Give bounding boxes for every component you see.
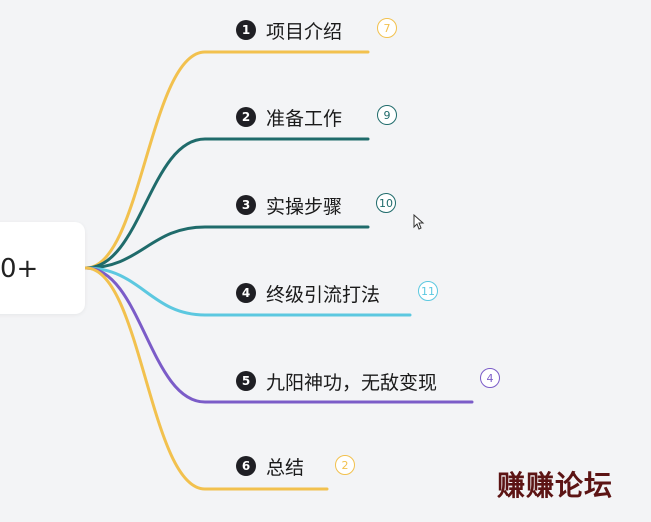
branch-line-1: [84, 50, 370, 270]
branch-line-3: [84, 225, 370, 270]
branch-number-badge: 1: [236, 20, 256, 40]
branch-1-count-badge[interactable]: 7: [377, 18, 397, 38]
root-label: 0+: [0, 254, 39, 284]
branch-label: 实操步骤: [266, 195, 343, 218]
branch-2[interactable]: 2 准备工作: [236, 102, 342, 132]
branch-6[interactable]: 6 总结: [236, 451, 304, 481]
branch-6-count-badge[interactable]: 2: [335, 455, 355, 475]
branch-line-2: [84, 137, 370, 270]
branch-line-6: [84, 266, 329, 491]
branch-1[interactable]: 1 项目介绍: [236, 15, 342, 45]
branch-3[interactable]: 3 实操步骤: [236, 190, 342, 220]
branch-5-count-badge[interactable]: 4: [480, 368, 500, 388]
branch-line-4: [84, 266, 412, 317]
branch-3-count-badge[interactable]: 10: [376, 193, 396, 213]
branch-number-badge: 2: [236, 107, 256, 127]
mouse-pointer-icon: [413, 214, 425, 230]
branch-4[interactable]: 4 终级引流打法: [236, 278, 380, 308]
branch-number-badge: 6: [236, 456, 256, 476]
branch-label: 准备工作: [266, 107, 343, 130]
branch-line-5: [84, 266, 474, 404]
branch-label: 总结: [266, 456, 305, 479]
branch-4-count-badge[interactable]: 11: [418, 281, 438, 301]
branch-label: 项目介绍: [266, 20, 343, 43]
branch-number-badge: 3: [236, 195, 256, 215]
branch-label: 终级引流打法: [266, 283, 381, 306]
watermark-logo: 赚赚论坛: [497, 469, 614, 502]
branch-2-count-badge[interactable]: 9: [377, 105, 397, 125]
branch-5[interactable]: 5 九阳神功，无敌变现: [236, 366, 437, 396]
branch-number-badge: 4: [236, 283, 256, 303]
branch-number-badge: 5: [236, 371, 256, 391]
root-node[interactable]: [0, 222, 85, 314]
branch-label: 九阳神功，无敌变现: [266, 371, 438, 394]
